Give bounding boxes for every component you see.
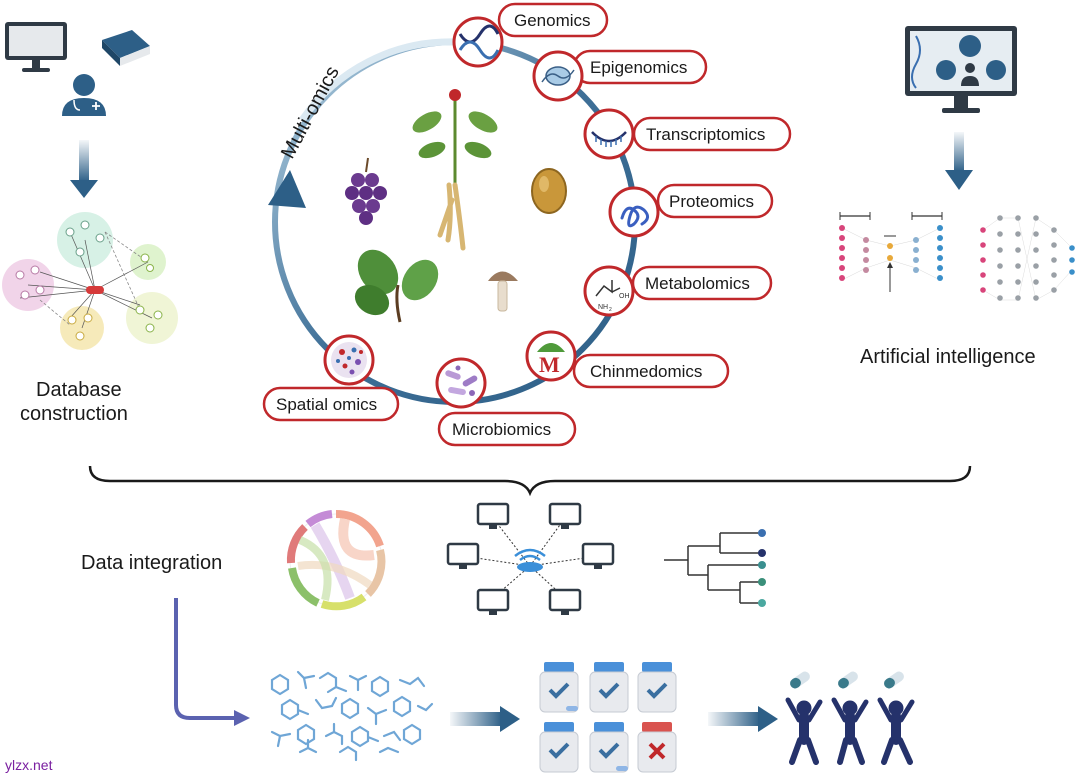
- chromatin-icon: [541, 66, 575, 86]
- ai-label: Artificial intelligence: [860, 346, 1036, 368]
- oh-label: OH: [619, 293, 630, 300]
- bottle-3: [637, 662, 677, 713]
- capsule-icons: [790, 671, 904, 689]
- person-3: [877, 697, 915, 765]
- arrow-to-patients: [708, 706, 778, 732]
- nh-label: NH: [598, 304, 608, 311]
- omics-metabolomics: Metabolomics OH NH 2: [583, 265, 773, 317]
- chinmedomics-label: Chinmedomics: [590, 362, 702, 381]
- integration-flow-arrow: [174, 598, 250, 726]
- spatial-omics-label: Spatial omics: [276, 395, 377, 414]
- dna-icon: [458, 24, 500, 60]
- epigenomics-label: Epigenomics: [590, 58, 687, 77]
- proteomics-label: Proteomics: [669, 192, 754, 211]
- bottle-2: [589, 662, 629, 713]
- multi-omics-label: Multi-omics: [277, 63, 344, 163]
- data-integration-label: Data integration: [81, 552, 222, 574]
- omics-spatial: Spatial omics: [262, 334, 400, 422]
- seed-icon: [531, 168, 567, 214]
- metabolomics-label: Metabolomics: [645, 274, 750, 293]
- omics-chinmedomics: Chinmedomics M: [525, 330, 730, 389]
- arrow-to-drugs: [450, 706, 520, 732]
- nh-subscript: 2: [609, 307, 612, 313]
- chinmedomics-logo-icon: M: [537, 343, 565, 377]
- omics-genomics: Genomics: [452, 2, 609, 68]
- person-1: [785, 697, 823, 765]
- molecule-icon: OH NH 2: [595, 280, 630, 313]
- mushroom-icon: [488, 271, 518, 312]
- protein-icon: [620, 205, 649, 228]
- drug-bottles-icon: [539, 662, 677, 773]
- rna-icon: [591, 131, 627, 147]
- compound-molecules-icon: [270, 670, 434, 762]
- down-arrow-left: [70, 140, 98, 198]
- phylogenetic-tree-icon: [664, 529, 766, 607]
- deep-neural-network-icon: [980, 215, 1075, 301]
- ai-section: Artificial intelligence: [839, 26, 1075, 368]
- curly-brace: [88, 465, 972, 497]
- wifi-icon: [514, 548, 546, 572]
- bottle-1: [539, 662, 579, 713]
- ai-monitor-icon: [905, 26, 1017, 113]
- bottle-5: [589, 722, 629, 773]
- tissue-icon: [331, 342, 367, 378]
- omics-transcriptomics: Transcriptomics: [583, 108, 792, 160]
- genomics-label: Genomics: [514, 11, 591, 30]
- omics-proteomics: Proteomics: [608, 183, 774, 238]
- person-2: [831, 697, 869, 765]
- database-label-line1: Database: [36, 379, 122, 401]
- monitor-icon: [5, 22, 67, 72]
- omics-epigenomics: Epigenomics: [532, 49, 708, 102]
- autoencoder-network-icon: [839, 212, 943, 292]
- omics-microbiomics: Microbiomics: [435, 357, 577, 447]
- down-arrow-right: [945, 132, 973, 190]
- chord-diagram-icon: [286, 509, 386, 611]
- leaf-branch-icon: [354, 249, 439, 323]
- database-construction-section: Database construction: [2, 22, 178, 425]
- ginseng-plant-icon: [412, 89, 498, 251]
- m-logo-letter: M: [539, 352, 560, 377]
- network-computers-icon: [446, 502, 615, 615]
- database-label-line2: construction: [20, 403, 128, 425]
- network-graph-icon: [2, 212, 178, 350]
- bottle-6-rejected: [637, 722, 677, 773]
- doctor-icon: [62, 74, 106, 116]
- microbiomics-label: Microbiomics: [452, 420, 551, 439]
- bacteria-icon: [445, 365, 478, 396]
- watermark: ylzx.net: [5, 757, 53, 773]
- book-icon: [102, 30, 150, 66]
- ring-arrow-head: [268, 170, 306, 208]
- transcriptomics-label: Transcriptomics: [646, 125, 765, 144]
- bottle-4: [539, 722, 579, 773]
- healthy-patients-icon: [785, 671, 915, 765]
- grapes-icon: [345, 157, 387, 225]
